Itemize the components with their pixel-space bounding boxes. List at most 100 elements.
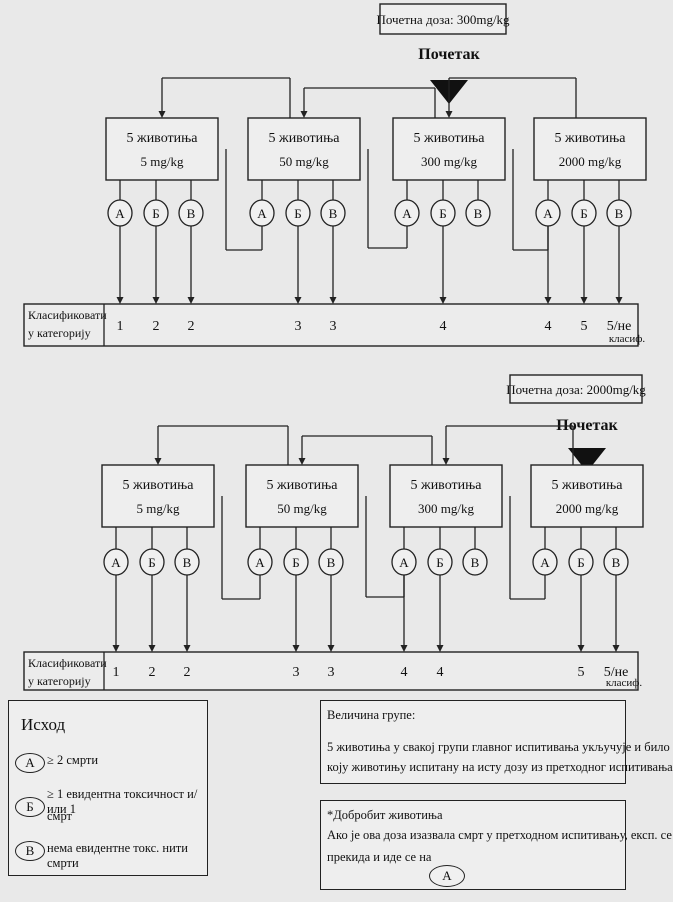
dose-label-2-1: 5 mg/kg: [137, 501, 180, 516]
animals-label-1-1: 5 животиња: [127, 131, 199, 146]
category-arrow-1-4-1-head: [544, 297, 552, 304]
category-value-1-1-2: 2: [153, 319, 160, 334]
category-arrow-2-3-2-head: [436, 645, 444, 652]
category-arrow-1-2-3-head: [329, 297, 337, 304]
start-dose-box-1: [379, 3, 507, 35]
legend-text-c: нема евидентне токс. нити смрти: [47, 841, 188, 870]
start-dose-box-2: [509, 374, 643, 404]
outcome-label-2-2-1: А: [255, 555, 265, 570]
start-triangle-2: [568, 448, 606, 472]
animals-label-2-3: 5 животиња: [411, 478, 483, 493]
dose-label-2-3: 300 mg/kg: [418, 501, 474, 516]
category-value-1-2-2: 3: [295, 319, 302, 334]
category-arrow-1-1-3-head: [187, 297, 195, 304]
category-arrow-1-3-2-head: [439, 297, 447, 304]
outcome-label-1-1-3: В: [187, 206, 196, 221]
category-label-2-2: у категорију: [28, 674, 91, 688]
dose-box-1-4: [533, 117, 647, 181]
animals-label-1-3: 5 животиња: [414, 131, 486, 146]
legend-symbol-c: В: [15, 841, 45, 861]
category-arrow-1-4-3-head: [615, 297, 623, 304]
outcome-label-2-1-1: А: [111, 555, 121, 570]
category-arrow-1-1-2-head: [152, 297, 160, 304]
legend-title: Исход: [21, 715, 66, 734]
welfare-title: *Добробит животиња: [327, 808, 443, 822]
dose-label-2-2: 50 mg/kg: [277, 501, 327, 516]
outcome-circle-2-3-3: [462, 548, 488, 576]
flow-diagram: Почетна доза: 300mg/kgПочетакКласификова…: [23, 3, 647, 691]
category-arrow-2-2-2-head: [292, 645, 300, 652]
category-arrow-2-4-2-head: [577, 645, 585, 652]
category-value-1-4-2: 5: [581, 319, 588, 334]
category-value-2-4-3: 5/не: [604, 665, 629, 680]
category-label-2-1: у категорију: [28, 326, 91, 340]
category-value-1-3-2: 4: [440, 319, 447, 334]
outcome-label-2-2-2: Б: [292, 555, 299, 570]
outcome-label-2-2-3: В: [327, 555, 336, 570]
outcome-label-1-4-2: Б: [580, 206, 587, 221]
category-value-1-1-3: 2: [188, 319, 195, 334]
outcome-label-1-3-3: В: [474, 206, 483, 221]
animals-label-2-1: 5 животиња: [123, 478, 195, 493]
welfare-symbol: А: [429, 865, 465, 887]
group-size-line1: 5 животиња у свакој групи главног испити…: [327, 740, 670, 754]
outcome-label-1-1-2: Б: [152, 206, 159, 221]
legend-text-b-line2: смрт: [47, 809, 73, 823]
dose-box-2-4: [530, 464, 644, 528]
outcome-legend: Исход А ≥ 2 смрти Б ≥ 1 евидентна токсич…: [8, 700, 208, 876]
outcome-label-2-3-3: В: [471, 555, 480, 570]
category-arrow-2-1-2-head: [148, 645, 156, 652]
dose-label-2-4: 2000 mg/kg: [556, 501, 619, 516]
dose-box-1-1: [105, 117, 219, 181]
category-extra-2: класиф.: [606, 677, 643, 689]
start-label-1: Почетак: [418, 46, 480, 63]
group-size-line2: коју животињу испитану на исту дозу из п…: [327, 760, 673, 774]
start-label-2: Почетак: [556, 417, 618, 434]
category-value-2-4-2: 5: [578, 665, 585, 680]
animals-label-2-4: 5 животиња: [552, 478, 624, 493]
outcome-label-1-4-1: А: [543, 206, 553, 221]
category-value-2-1-1: 1: [113, 665, 120, 680]
outcome-label-2-4-2: Б: [577, 555, 584, 570]
category-arrow-2-1-1-head: [112, 645, 120, 652]
category-bar-1: [23, 303, 639, 347]
dose-box-2-3: [389, 464, 503, 528]
category-arrow-2-3-1-head: [400, 645, 408, 652]
outcome-label-2-4-1: А: [540, 555, 550, 570]
outcome-label-2-1-2: Б: [148, 555, 155, 570]
animal-welfare-box: *Добробит животиња Ако је ова доза изазв…: [320, 800, 672, 890]
category-extra-1: класиф.: [609, 333, 646, 345]
group-size-box: Величина групе: 5 животиња у свакој груп…: [320, 700, 673, 784]
return-arrow-2-2-head: [442, 458, 450, 465]
category-value-2-3-1: 4: [401, 665, 408, 680]
category-label-1-2: Класификовати: [28, 656, 107, 670]
dose-label-1-2: 50 mg/kg: [279, 154, 329, 169]
outcome-label-1-4-3: В: [615, 206, 624, 221]
category-value-2-2-2: 3: [293, 665, 300, 680]
category-arrow-1-4-2-head: [580, 297, 588, 304]
outcome-label-1-2-1: А: [257, 206, 267, 221]
return-arrow-2-0-head: [154, 458, 162, 465]
category-value-2-1-3: 2: [184, 665, 191, 680]
category-value-2-2-3: 3: [328, 665, 335, 680]
outcome-label-1-3-2: Б: [439, 206, 446, 221]
category-arrow-2-4-3-head: [612, 645, 620, 652]
animals-label-1-4: 5 животиња: [555, 131, 627, 146]
outcome-label-2-3-1: А: [399, 555, 409, 570]
outcome-label-2-3-2: Б: [436, 555, 443, 570]
dose-box-2-2: [245, 464, 359, 528]
return-arrow-1-1-head: [300, 111, 308, 118]
return-arrow-1-0-head: [158, 111, 166, 118]
start-dose-label-2: Почетна доза: 2000mg/kg: [506, 382, 646, 397]
legend-symbol-b: Б: [15, 797, 45, 817]
animals-label-1-2: 5 животиња: [269, 131, 341, 146]
category-value-2-1-2: 2: [149, 665, 156, 680]
legend-text-b-line1: ≥ 1 евидентна токсичност и/или 1: [47, 787, 198, 816]
dose-label-1-4: 2000 mg/kg: [559, 154, 622, 169]
category-arrow-2-1-3-head: [183, 645, 191, 652]
category-value-1-1-1: 1: [117, 319, 124, 334]
return-arrow-1-2-head: [445, 111, 453, 118]
dose-label-1-3: 300 mg/kg: [421, 154, 477, 169]
outcome-label-1-3-1: А: [402, 206, 412, 221]
dose-box-1-2: [247, 117, 361, 181]
